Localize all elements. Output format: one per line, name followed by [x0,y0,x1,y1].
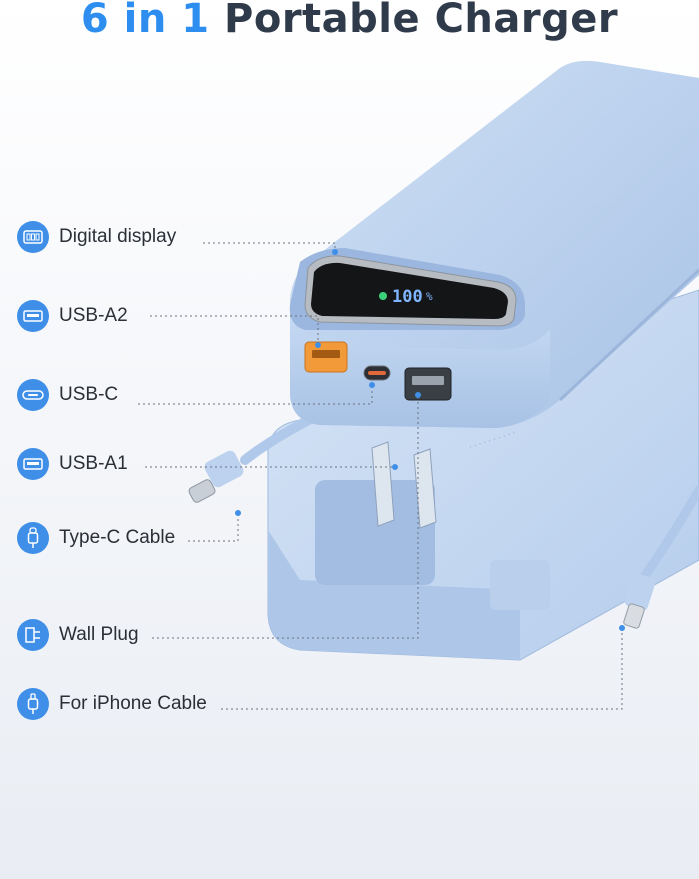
display-reading: 100 [392,287,423,307]
page-title: 6 in 1 Portable Charger [0,0,699,42]
iphone-cable [623,485,699,629]
usb-a-port-icon [17,448,49,480]
feature-digital-display: Digital display [17,220,176,254]
type-c-cable [188,410,323,503]
title-accent: 6 in 1 [80,0,210,42]
usb-c-port-icon [17,379,49,411]
wall-plug [371,441,437,529]
wall-plug-icon [17,619,49,651]
lower-unit: · · · · · · · · · · [267,289,699,661]
feature-wall-plug: Wall Plug [17,618,139,652]
upper-unit: 100 % [289,60,699,428]
type-c-cable-icon [17,522,49,554]
svg-text:· · · · · · · · · ·: · · · · · · · · · · [468,428,517,451]
usb-a-port-icon [17,300,49,332]
usb-a2-port [304,341,348,373]
leader-dots [235,249,625,631]
feature-usb-a1: USB-A1 [17,447,128,481]
digital-display-icon [17,221,49,253]
feature-usb-c: USB-C [17,378,118,412]
feature-label: Type-C Cable [59,527,176,548]
leader-lines [138,242,623,710]
feature-iphone-cable: For iPhone Cable [17,687,207,721]
feature-label: USB-C [59,384,119,405]
feature-label: USB-A2 [59,305,128,326]
feature-label: Wall Plug [59,624,139,645]
feature-type-c-cable: Type-C Cable [17,521,175,555]
title-text: Portable Charger [224,0,619,42]
feature-label: USB-A1 [59,453,128,474]
lightning-cable-icon [17,688,49,720]
feature-label: For iPhone Cable [59,693,207,714]
feature-usb-a2: USB-A2 [17,299,128,333]
feature-label: Digital display [59,226,177,247]
display-unit: % [426,290,433,303]
